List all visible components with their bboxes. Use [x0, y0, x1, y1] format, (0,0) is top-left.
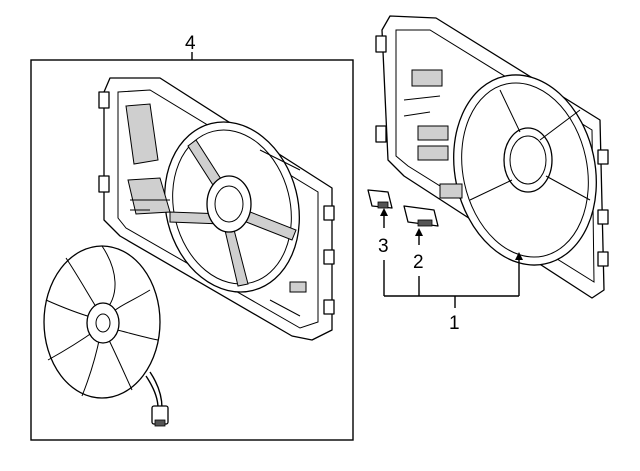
leaders: [380, 208, 523, 308]
fan-blade: [43, 245, 169, 427]
callout-1[interactable]: 1: [449, 313, 460, 334]
callout-4[interactable]: 4: [185, 33, 196, 54]
clip-item-2: [403, 205, 439, 227]
shroud-item-1: [375, 15, 609, 299]
assembly-shroud: [98, 77, 335, 341]
callout-2[interactable]: 2: [413, 252, 424, 273]
callout-3[interactable]: 3: [378, 236, 389, 257]
assembly-group: 4: [30, 33, 354, 441]
clip-item-3: [367, 189, 393, 209]
